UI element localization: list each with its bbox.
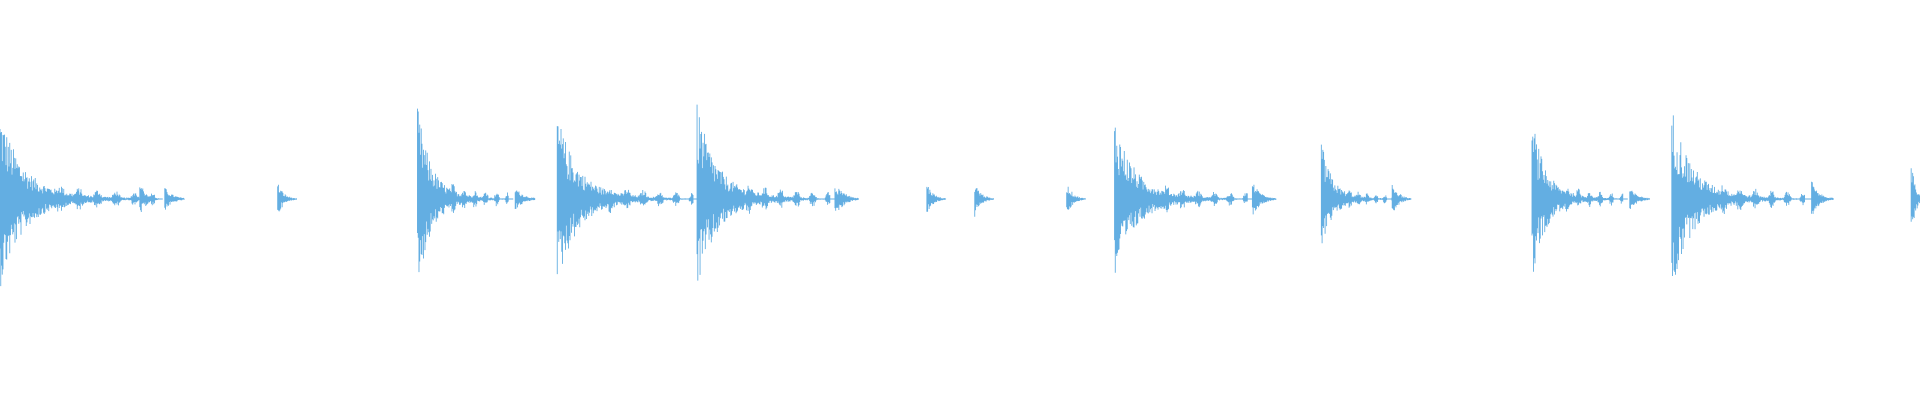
waveform-hit-18 [1910,168,1920,222]
waveform-hits [0,104,1920,287]
waveform-hit-6 [696,104,859,281]
waveform-hit-7 [834,188,855,211]
waveform-hit-12 [1251,184,1272,215]
waveform-hit-17 [1811,181,1831,214]
waveform-hit-13 [1320,144,1399,244]
waveform-hit-11 [1114,127,1277,273]
waveform-hit-9 [974,188,994,217]
waveform-hit-1 [0,128,185,287]
waveform-hit-3 [277,184,297,212]
waveform-hit-8 [926,186,947,212]
waveform-hit-14 [1391,184,1412,211]
waveform-hit-10 [1066,186,1086,210]
waveform-hit-2 [139,187,159,213]
waveform-hit-16 [1671,115,1834,277]
waveform-hit-4 [417,108,536,273]
waveform-hit-15 [1531,133,1650,272]
